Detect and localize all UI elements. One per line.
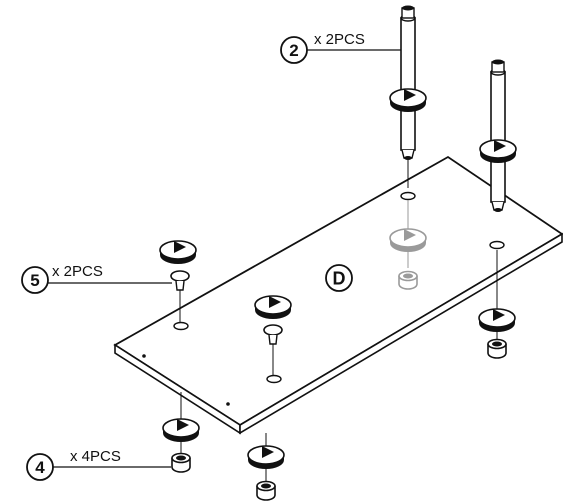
callout-quantity: x 4PCS [70, 448, 121, 465]
rotation-arrow-icon [479, 139, 517, 164]
rotation-arrow-icon [159, 240, 197, 265]
callout-quantity: x 2PCS [314, 31, 365, 48]
rotation-arrow-icon [389, 88, 427, 113]
rotation-arrow-icon [162, 418, 200, 443]
panel-label-d: D [325, 264, 353, 292]
hole-icon [489, 240, 505, 250]
dowel-post [389, 5, 427, 188]
cam-lock-ghost [389, 200, 427, 290]
callout-part-5: 5 x 2PCS [21, 263, 172, 294]
callout-part-4: 4 x 4PCS [26, 448, 171, 481]
hole-icon [173, 321, 189, 331]
rotation-arrow-icon [254, 295, 292, 320]
callout-number: 2 [289, 41, 298, 60]
leveling-foot [478, 250, 516, 359]
callout-number: 5 [30, 271, 39, 290]
hole-icon [400, 191, 416, 201]
leveling-foot [162, 392, 200, 473]
panel-label-text: D [333, 269, 346, 289]
leveling-foot [247, 433, 285, 501]
cam-lock [254, 295, 292, 375]
dowel-post [479, 59, 517, 212]
hole-icon [266, 374, 282, 384]
callout-number: 4 [35, 458, 45, 477]
rotation-arrow-icon [247, 445, 285, 470]
cam-lock [159, 240, 197, 322]
rotation-arrow-icon [478, 308, 516, 333]
callout-quantity: x 2PCS [52, 263, 103, 280]
callout-part-2: 2 x 2PCS [280, 31, 401, 64]
